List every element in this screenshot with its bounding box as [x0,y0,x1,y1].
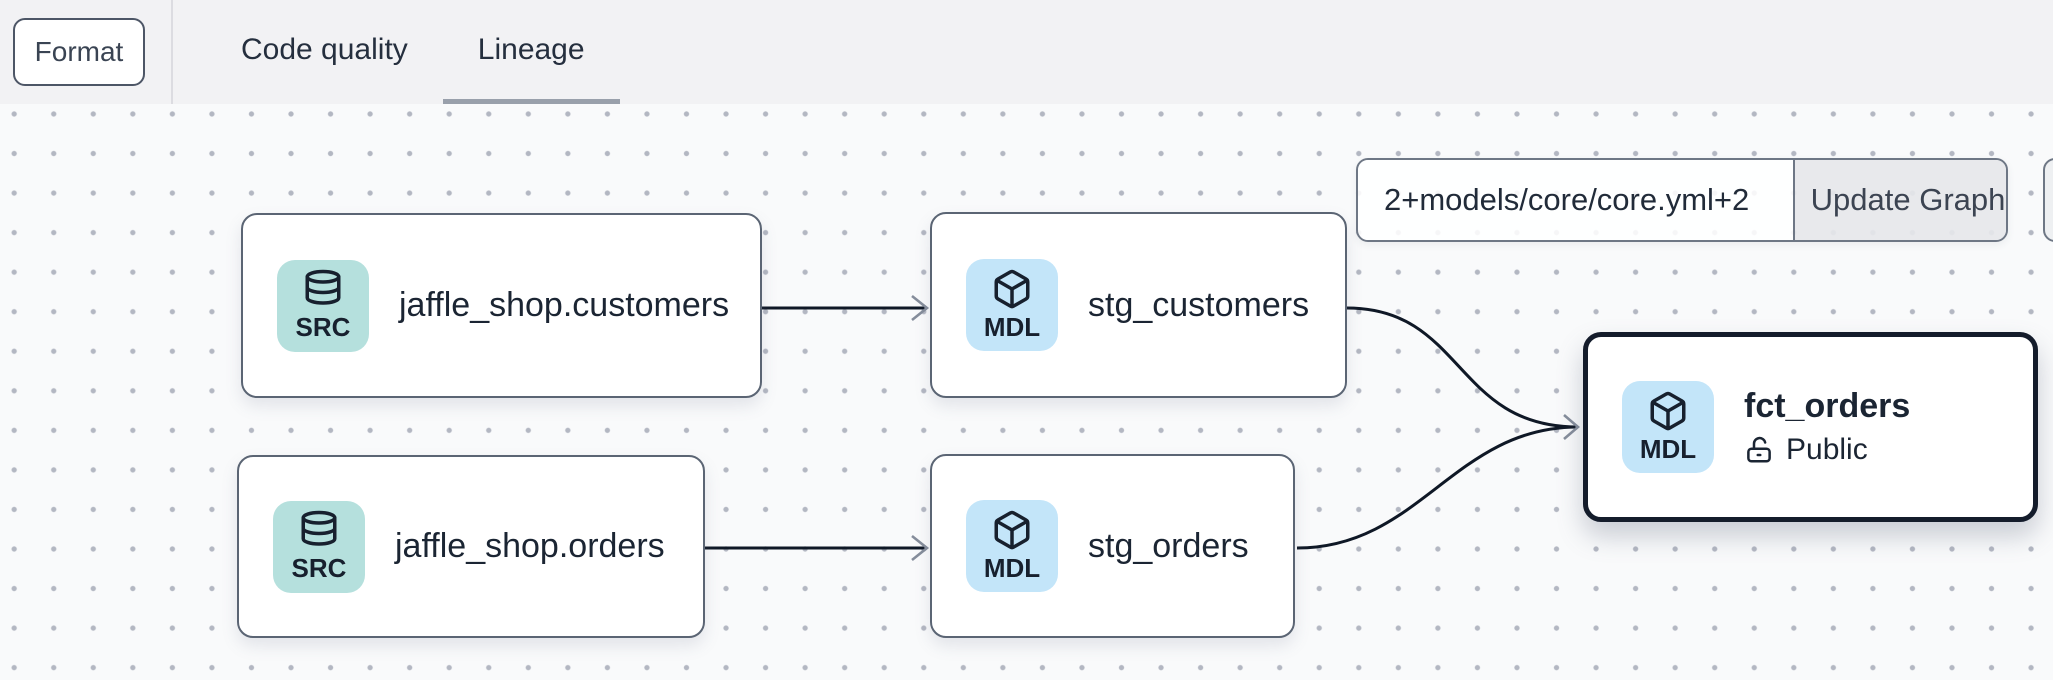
graph-selector-group: Update Graph [1356,158,2008,242]
box-icon [1650,391,1686,430]
top-toolbar: Format Code quality Lineage [0,0,2053,104]
edge-layer [705,294,1580,562]
node-label: fct_orders [1744,387,1911,425]
node-model-fct-orders[interactable]: MDL fct_orders Public [1583,332,2038,522]
box-icon [994,269,1030,308]
node-label: jaffle_shop.customers [399,286,730,324]
node-label: stg_orders [1088,526,1249,565]
tab-bar: Code quality Lineage [206,0,620,104]
node-label: jaffle_shop.orders [395,527,665,565]
node-model-stg-orders[interactable]: MDL stg_orders [930,454,1295,638]
source-badge: SRC [273,500,365,593]
arrowhead-icon [911,294,930,322]
box-icon [994,510,1030,549]
model-badge: MDL [966,500,1058,592]
badge-label: MDL [1639,433,1697,464]
badge-label: MDL [983,552,1041,583]
node-source-jaffle-shop-customers[interactable]: SRC jaffle_shop.customers [241,213,762,398]
database-icon [305,269,341,305]
badge-label: SRC [291,553,347,583]
node-info: fct_orders Public [1744,387,1910,467]
access-row: Public [1744,433,1910,467]
unlocked-padlock-icon [1747,436,1771,463]
badge-label: MDL [983,311,1041,342]
clipped-edge-button[interactable] [2043,158,2053,242]
arrowhead-icon [911,534,930,562]
format-button[interactable]: Format [13,18,145,86]
selector-input[interactable] [1358,160,1793,240]
database-icon [301,510,337,546]
tab-code-quality[interactable]: Code quality [241,32,408,66]
arrowhead-icon [1563,414,1580,440]
node-source-jaffle-shop-orders[interactable]: SRC jaffle_shop.orders [237,455,705,638]
badge-label: SRC [295,312,351,342]
access-label: Public [1786,433,1868,466]
node-model-stg-customers[interactable]: MDL stg_customers [930,212,1347,398]
update-graph-button[interactable]: Update Graph [1793,160,2006,240]
edge-stg-customers-to-fct-orders [1346,306,1579,429]
model-badge: MDL [1622,381,1714,473]
source-badge: SRC [277,259,369,352]
node-label: stg_customers [1088,285,1310,324]
toolbar-left-section: Format [0,0,173,104]
tab-lineage[interactable]: Lineage [442,0,620,104]
model-badge: MDL [966,259,1058,351]
edge-stg-orders-to-fct-orders [1296,425,1579,550]
